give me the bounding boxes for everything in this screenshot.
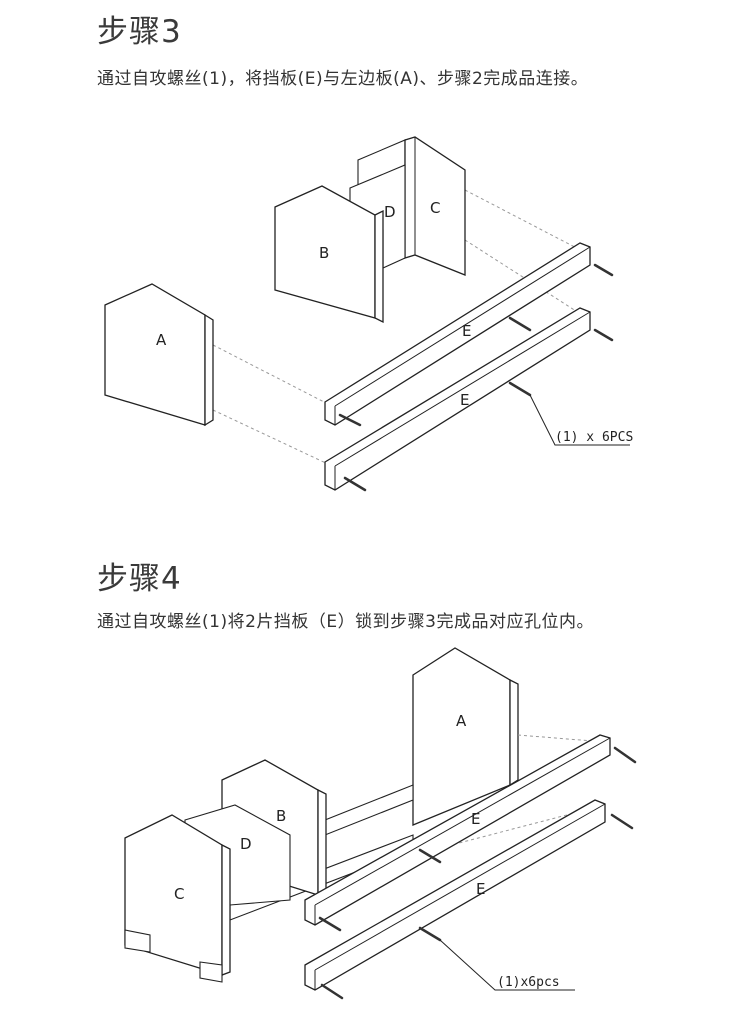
step4-panel-a	[412, 647, 519, 826]
step3-panel-a	[104, 283, 214, 427]
step4-label-b: B	[276, 807, 286, 825]
step4-label-c: C	[174, 885, 184, 903]
step4-label-d: D	[240, 835, 252, 853]
step3-label-d: D	[384, 203, 396, 221]
step4-board-e-lower	[304, 799, 606, 991]
step3-label-e2: E	[460, 391, 469, 409]
step4-title: 步骤4	[97, 561, 182, 597]
step4-diagram: A B D C E E (1)x6pcs	[124, 647, 637, 1000]
step3-panel-b	[274, 185, 384, 324]
step3-label-b: B	[319, 244, 329, 262]
step3-title: 步骤3	[97, 14, 182, 50]
step3-label-a: A	[156, 331, 167, 349]
step4-screws	[318, 746, 637, 1000]
step3-board-e-upper	[324, 242, 591, 426]
step4-label-a: A	[456, 712, 467, 730]
step4-label-e1: E	[471, 810, 480, 828]
step3-description: 通过自攻螺丝(1)，将挡板(E)与左边板(A)、步骤2完成品连接。	[97, 69, 589, 89]
step3-diagram: A B D C E E (1) x 6PCS	[104, 136, 633, 492]
step3-label-c: C	[430, 199, 440, 217]
step3-screw-count: (1) x 6PCS	[555, 430, 633, 445]
step3-label-e1: E	[462, 322, 471, 340]
step3-board-e-lower	[324, 307, 591, 491]
step4-board-e-upper	[304, 734, 611, 926]
step4-label-e2: E	[476, 880, 485, 898]
step4-description: 通过自攻螺丝(1)将2片挡板（E）锁到步骤3完成品对应孔位内。	[97, 612, 594, 632]
step4-screw-count: (1)x6pcs	[497, 975, 560, 990]
step3-screws	[338, 263, 614, 492]
step4-panel-c	[124, 814, 231, 983]
